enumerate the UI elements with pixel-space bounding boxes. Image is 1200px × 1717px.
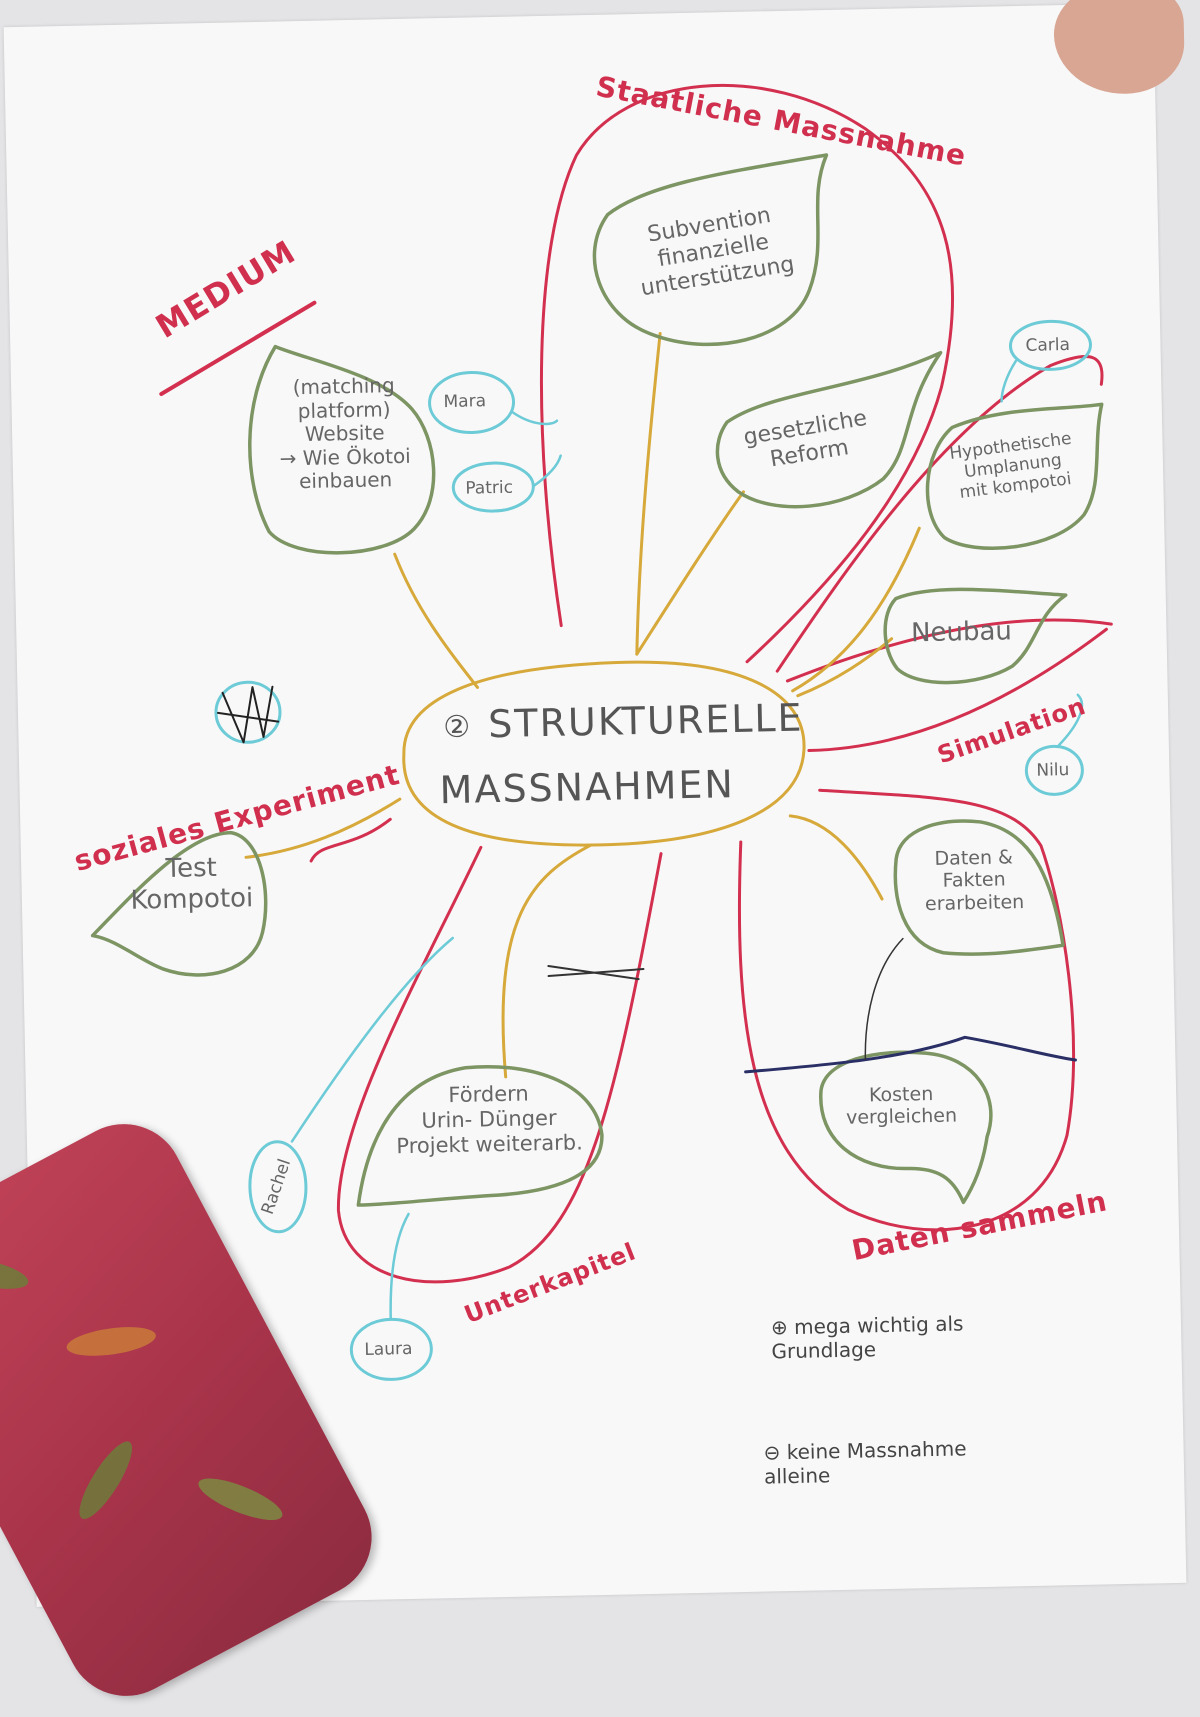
scribble-mark xyxy=(216,685,280,744)
branch-subvention xyxy=(635,332,662,656)
blue-link-nilu xyxy=(1057,693,1084,747)
outline-simulation xyxy=(775,355,1113,753)
branch-hypo xyxy=(791,526,921,693)
leaf-subvention-shape xyxy=(592,153,829,347)
bubble-nilu xyxy=(1024,744,1084,796)
outline-sozial xyxy=(309,817,392,863)
branch-website xyxy=(393,552,480,689)
center-title-line1: STRUKTURELLE xyxy=(487,695,804,747)
mind-map-lines xyxy=(90,83,1113,1381)
leaf-hypo-shape xyxy=(925,402,1104,550)
name-carla: Carla xyxy=(1025,334,1071,356)
leaf-foerdern-shape xyxy=(356,1065,604,1207)
leaf-neubau: Neubau xyxy=(910,616,1013,649)
outline-medium-underline xyxy=(159,300,317,396)
leaf-neubau-shape xyxy=(883,587,1068,685)
leaf-test: Test Kompotoi xyxy=(130,852,254,916)
connector-daten-kosten xyxy=(864,937,904,1061)
branch-neubau xyxy=(796,637,894,698)
scribble-cross xyxy=(547,965,645,981)
bubble-carla xyxy=(1008,319,1092,371)
mind-map-poster: ② STRUKTURELLE MASSNAHMEN Staatliche Mas… xyxy=(3,0,1187,1607)
note-minus: ⊖ keine Massnahme alleine xyxy=(763,1436,967,1489)
navy-line xyxy=(744,1035,1077,1074)
bubble-rachel xyxy=(248,1140,308,1234)
center-number: ② xyxy=(442,709,473,746)
blue-link-laura xyxy=(389,1212,410,1321)
blue-link-rachel xyxy=(290,936,455,1143)
branch-foerdern xyxy=(501,843,593,1079)
center-title-line2: MASSNAHMEN xyxy=(439,762,736,813)
bubble-scribble xyxy=(214,680,282,744)
leaf-datenfakten-shape xyxy=(893,819,1065,956)
name-patric: Patric xyxy=(465,477,514,499)
note-plus: ⊕ mega wichtig als Grundlage xyxy=(770,1311,964,1364)
branch-daten xyxy=(788,814,884,901)
branch-gesetz xyxy=(635,490,745,656)
leaf-website: (matching platform) Website → Wie Ökotoi… xyxy=(279,373,411,494)
leaf-foerdern: Fördern Urin- Dünger Projekt weiterarb. xyxy=(396,1081,583,1158)
outline-staatliche xyxy=(539,83,955,664)
name-nilu: Nilu xyxy=(1036,760,1070,781)
leaf-kosten-shape xyxy=(819,1050,993,1205)
name-laura: Laura xyxy=(364,1338,413,1360)
leaf-datenfakten: Daten & Fakten erarbeiten xyxy=(924,846,1025,915)
blue-link-mara xyxy=(510,410,559,426)
leaf-kosten: Kosten vergleichen xyxy=(845,1082,958,1130)
bubble-mara xyxy=(428,370,516,435)
name-mara: Mara xyxy=(443,391,487,413)
leaf-website-shape xyxy=(248,344,436,555)
blue-link-carla xyxy=(1000,359,1018,403)
leaf-gesetz-shape xyxy=(715,350,943,509)
outline-unterkapitel xyxy=(336,845,663,1284)
blue-link-patric xyxy=(532,454,562,488)
leaf-test-shape xyxy=(90,830,268,977)
branch-test xyxy=(244,797,402,859)
outline-daten xyxy=(737,788,1075,1232)
center-ellipse xyxy=(402,660,806,847)
